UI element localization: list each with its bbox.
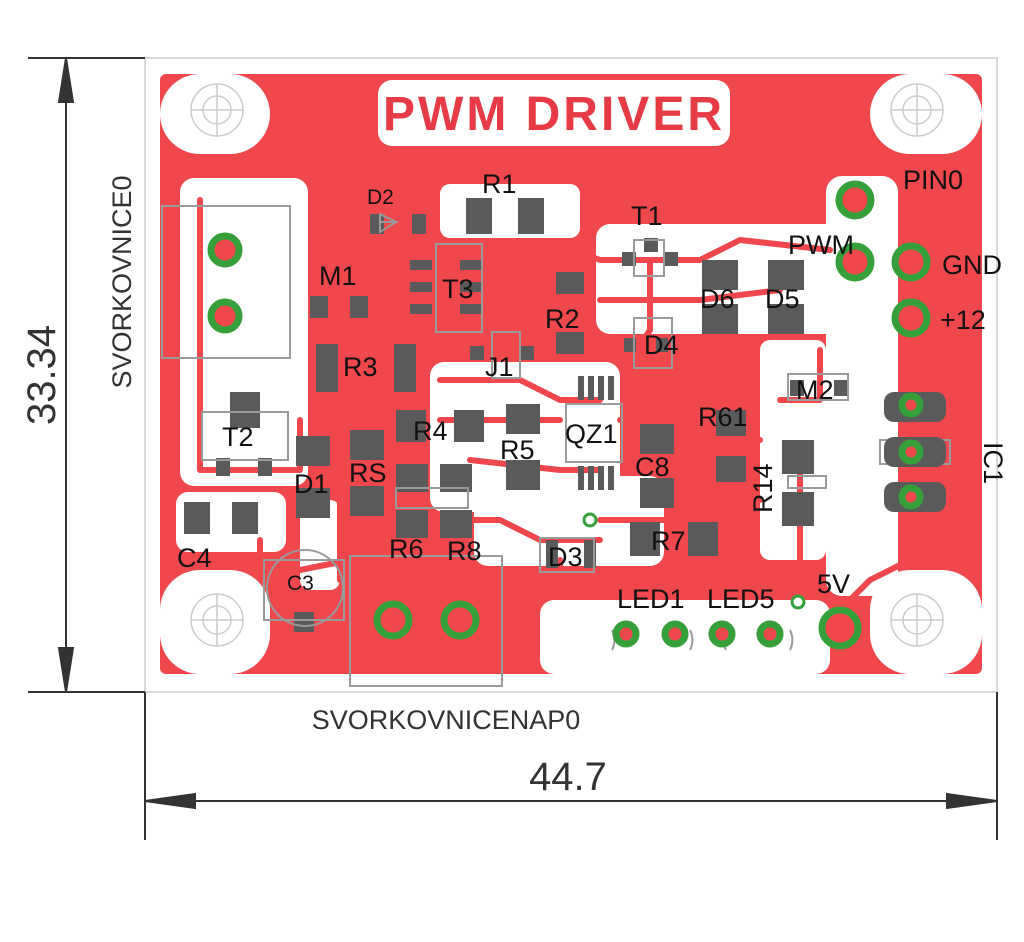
through-hole-pads bbox=[207, 180, 946, 650]
label-r14: R14 bbox=[748, 463, 778, 513]
label-rs: RS bbox=[349, 458, 387, 488]
label-r1: R1 bbox=[482, 169, 517, 199]
label-pin0: PIN0 bbox=[903, 165, 963, 195]
label-c3: C3 bbox=[287, 572, 314, 595]
label-qz1: QZ1 bbox=[565, 419, 618, 449]
label-m1: M1 bbox=[319, 261, 357, 291]
label-c4: C4 bbox=[177, 543, 212, 573]
label-m2: M2 bbox=[796, 375, 834, 405]
height-dimension: 33.34 bbox=[20, 325, 64, 425]
label-led1: LED1 bbox=[617, 584, 685, 614]
label-c8: C8 bbox=[635, 452, 670, 482]
label-t2: T2 bbox=[222, 422, 254, 452]
board-title: PWM DRIVER bbox=[383, 88, 725, 141]
label-5v: 5V bbox=[817, 569, 850, 599]
label-d4: D4 bbox=[644, 330, 679, 360]
label-r61: R61 bbox=[698, 402, 748, 432]
mounting-holes bbox=[190, 83, 944, 647]
label-r2: R2 bbox=[545, 304, 580, 334]
label-r7: R7 bbox=[651, 526, 686, 556]
smd-pads bbox=[184, 198, 848, 632]
label-d1: D1 bbox=[294, 469, 329, 499]
label-pwm: PWM bbox=[788, 230, 854, 260]
connector-label-left: SVORKOVNICE0 bbox=[107, 175, 137, 388]
width-dimension: 44.7 bbox=[529, 755, 607, 799]
label-r5: R5 bbox=[500, 435, 535, 465]
label-d3: D3 bbox=[548, 542, 583, 572]
label-r4: R4 bbox=[413, 416, 448, 446]
dimension-lines bbox=[28, 57, 998, 840]
label-d2: D2 bbox=[367, 186, 394, 209]
label-d5: D5 bbox=[765, 284, 800, 314]
label-r8: R8 bbox=[447, 536, 482, 566]
label-r6: R6 bbox=[389, 534, 424, 564]
label-plus12: +12 bbox=[940, 305, 986, 335]
label-j1: J1 bbox=[485, 352, 514, 382]
component-labels: D2 R1 T1 PIN0 PWM GND M1 T3 D6 D5 +12 R2… bbox=[177, 165, 1008, 614]
label-t1: T1 bbox=[631, 201, 663, 231]
label-t3: T3 bbox=[442, 274, 474, 304]
connector-label-bottom: SVORKOVNICENAP0 bbox=[312, 705, 581, 735]
label-led5: LED5 bbox=[707, 584, 775, 614]
label-ic1: IC1 bbox=[978, 442, 1008, 484]
label-gnd: GND bbox=[942, 250, 1002, 280]
label-d6: D6 bbox=[700, 284, 735, 314]
label-r3: R3 bbox=[343, 352, 378, 382]
